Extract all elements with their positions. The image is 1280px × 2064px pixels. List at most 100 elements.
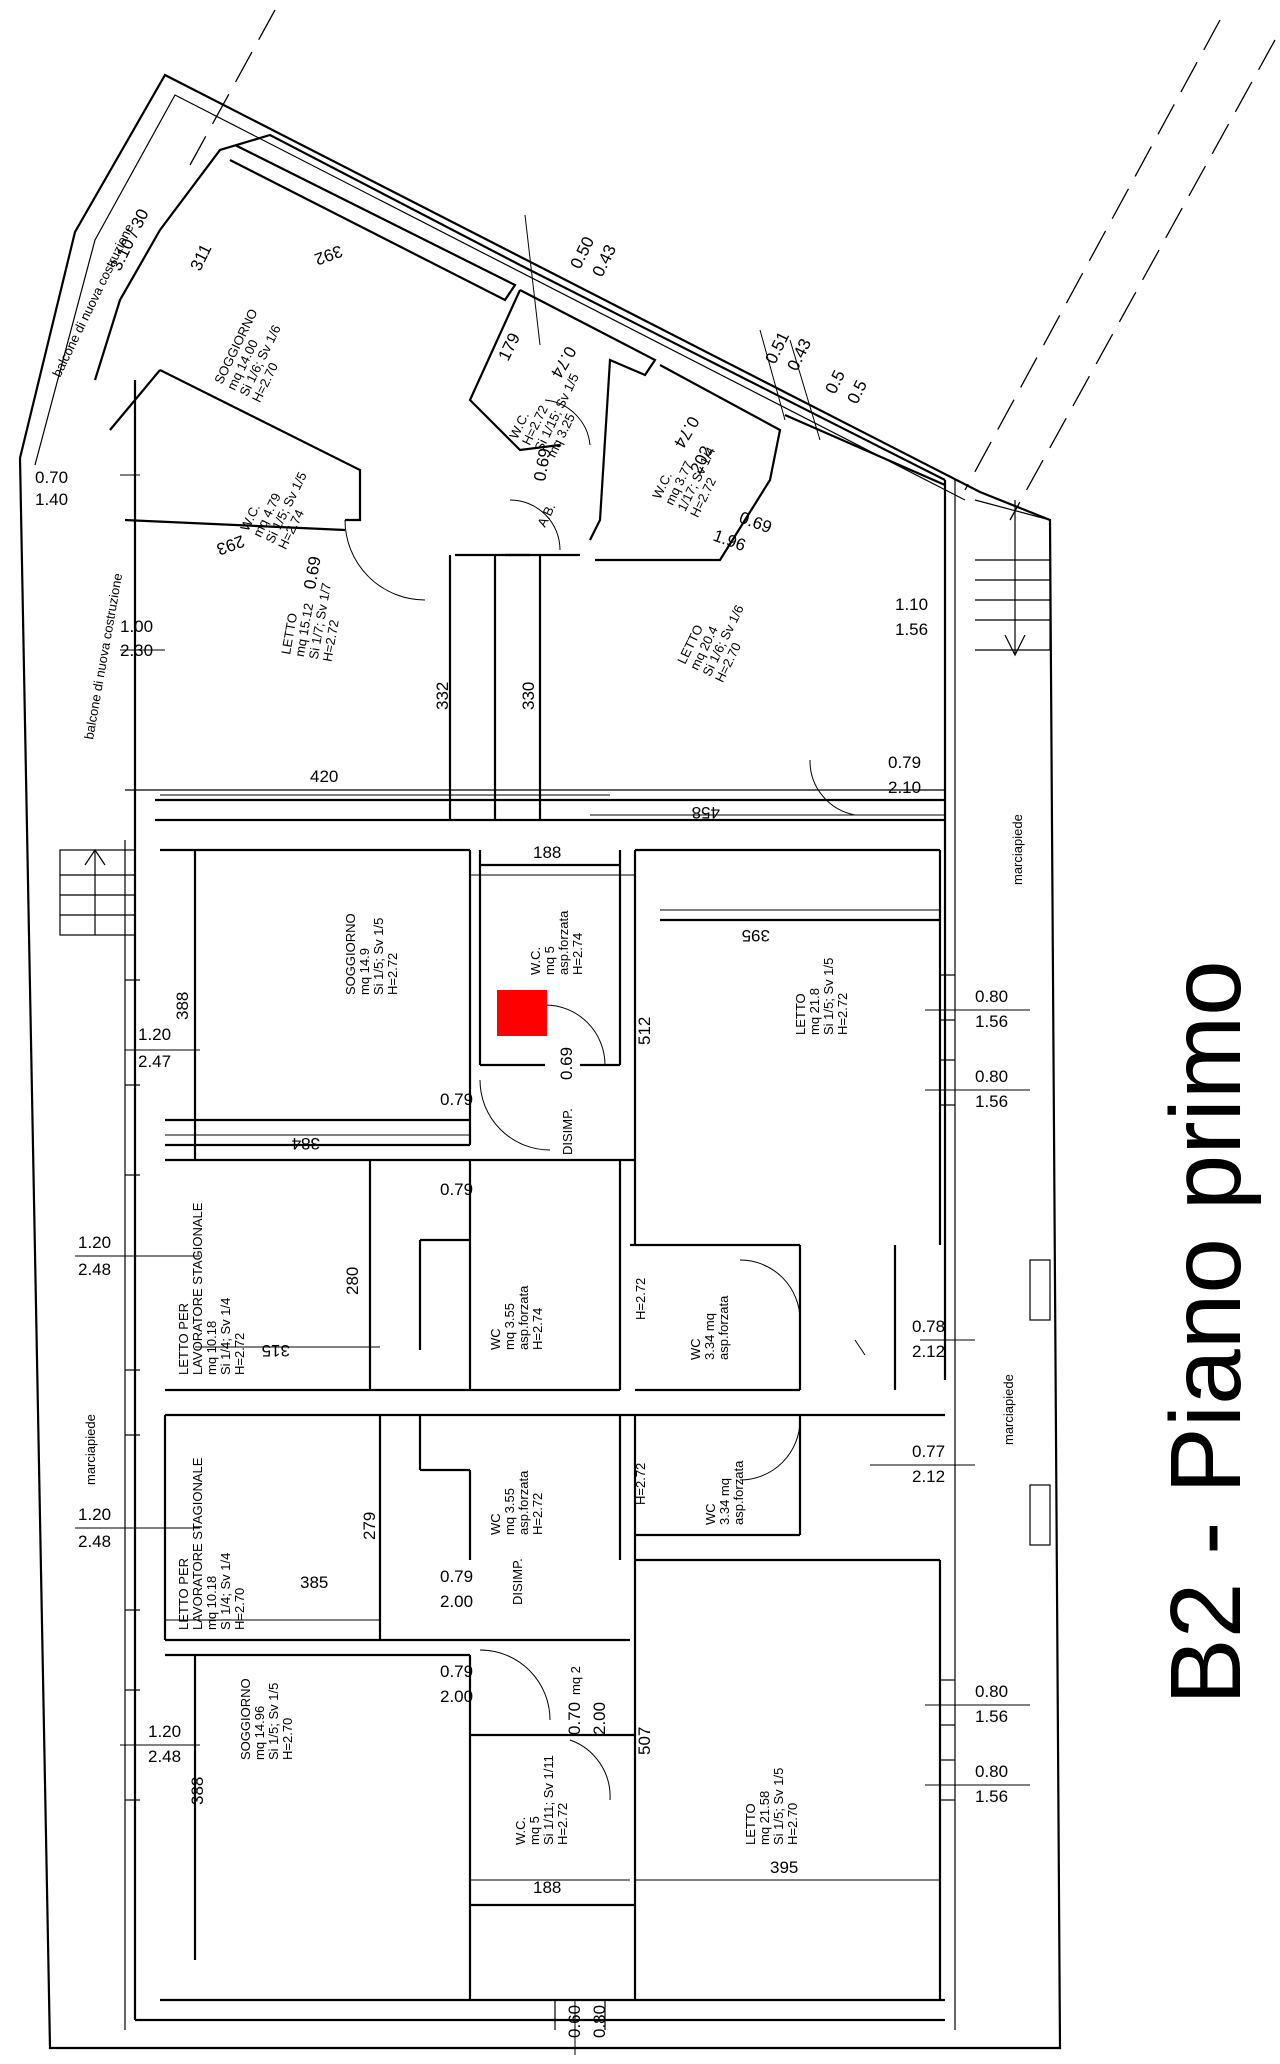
stairs-right [974,499,1051,657]
dimension-d280: 280 [343,1267,362,1295]
room-label-line: Si 1/5; Sv 1/5 [266,1683,281,1760]
room-label-line: LETTO [793,993,808,1035]
room-label-line: Si 1/5; Sv 1/5 [821,958,836,1035]
dimension-d332: 332 [433,682,452,710]
dimension-d05b: 0.5 [844,377,871,407]
dimension-d120c: 1.20 [78,1505,111,1524]
room-label-line: WC [703,1503,718,1525]
dimension-d079c: 0.79 [440,1180,473,1199]
room-label-line: SOGGIORNO [343,913,358,995]
dimension-d212a: 2.12 [912,1342,945,1361]
reference-dashed-lines [189,9,1276,521]
dimension-d110: 1.10 [895,595,928,614]
dimension-d196: 1.96 [711,526,749,555]
dimension-d200c: 2.00 [590,1702,609,1735]
room-label-line: asp.forzata [516,1470,531,1535]
sidewalk-label-3: marciapiede [83,1414,98,1485]
room-label-line: Si 1/5; Sv 1/5 [771,1768,786,1845]
room-label-line: mq 10.18 [204,1321,219,1375]
dimension-d070_t: 0.70 [35,468,68,487]
room-label-line: H=2.72 [835,993,850,1035]
dimension-d100: 1.00 [120,617,153,636]
room-label-line: H=2.70 [785,1803,800,1845]
middle-block-walls [160,848,942,1392]
dimension-d385: 385 [300,1573,328,1592]
lower-block-walls [160,1413,945,2002]
room-label-line: Si 1/4; Sv 1/4 [218,1298,233,1375]
room-label-line: Si 1/5; Sv 1/5 [371,918,386,995]
room-label-line: W.C. [528,947,543,975]
room-label-line: asp.forzata [731,1460,746,1525]
dimension-d079d: 0.79 [440,1567,473,1586]
dimension-d388a: 388 [173,992,192,1020]
room-label-line: LETTO PER [176,1558,191,1630]
dimension-d079a: 0.79 [888,753,921,772]
room-label-line: WC [688,1338,703,1360]
dimension-d120d: 1.20 [148,1722,181,1741]
room-label-line: H=2.72 [633,1463,648,1505]
dimension-d05a: 0.5 [822,367,849,397]
room-label-line: H=2.72 [633,1278,648,1320]
room-label-line: LAVORATORE STAGIONALE [190,1202,205,1375]
room-label-wc-b-h: H=2.72 [633,1278,648,1320]
dimension-mq2: mq 2 [568,1666,583,1695]
room-label-line: mq 21.58 [757,1791,772,1845]
dimension-d079e: 0.79 [440,1662,473,1681]
door-swings [344,399,856,1801]
dimension-d248c: 2.48 [148,1747,181,1766]
dimension-d069b: 0.69 [530,447,554,483]
room-label-line: H=2.72 [320,619,342,663]
dimension-d210: 2.10 [888,778,921,797]
dimension-d315: 315 [262,1341,290,1360]
dimension-d156e: 1.56 [975,1787,1008,1806]
room-label-line: WC [488,1328,503,1350]
page-title: B2 - Piano primo [1150,960,1262,1705]
room-label-line: LETTO PER [176,1303,191,1375]
dimension-d120b: 1.20 [78,1233,111,1252]
room-label-line: mq 21.8 [807,988,822,1035]
dimension-d060: 0.60 [565,2005,584,2038]
room-label-line: 3.34 mq [717,1478,732,1525]
room-label-line: SOGGIORNO [238,1678,253,1760]
room-label-line: H=2.72 [555,1803,570,1845]
dimension-d200a: 2.00 [440,1592,473,1611]
dimension-d507: 507 [635,1727,654,1755]
dimension-d156b: 1.56 [975,1012,1008,1031]
dimension-d330: 330 [519,682,538,710]
balcony-label-left: balcone di nuova costruzione [81,572,125,740]
room-label-wc-d-h: H=2.72 [633,1463,648,1505]
dimension-d512: 512 [635,1017,654,1045]
dimension-d279: 279 [360,1512,379,1540]
dimension-d188a: 188 [533,843,561,862]
sidewalk-label-2: marciapiede [1001,1374,1016,1445]
window-markers [125,974,1051,2030]
dimension-d080a: 0.80 [975,987,1008,1006]
dimension-d069c: 0.69 [737,508,775,537]
room-label-line: mq 14.9 [357,948,372,995]
dimension-d078: 0.78 [912,1317,945,1336]
room-label-line: H=2.70 [280,1718,295,1760]
room-label-line: Si 1/4; Sv 1/4 [218,1553,233,1630]
dimension-d212b: 2.12 [912,1467,945,1486]
room-label-line: H=2.70 [232,1588,247,1630]
room-label-line: H=2.72 [530,1493,545,1535]
room-label-line: H=2.74 [570,933,585,975]
room-label-line: asp.forzata [716,1295,731,1360]
dimension-d392: 392 [312,241,345,269]
room-label-line: Si 1/11; Sv 1/11 [541,1755,556,1845]
dimension-d458: 458 [692,803,720,822]
dimension-d247: 2.47 [138,1052,171,1071]
